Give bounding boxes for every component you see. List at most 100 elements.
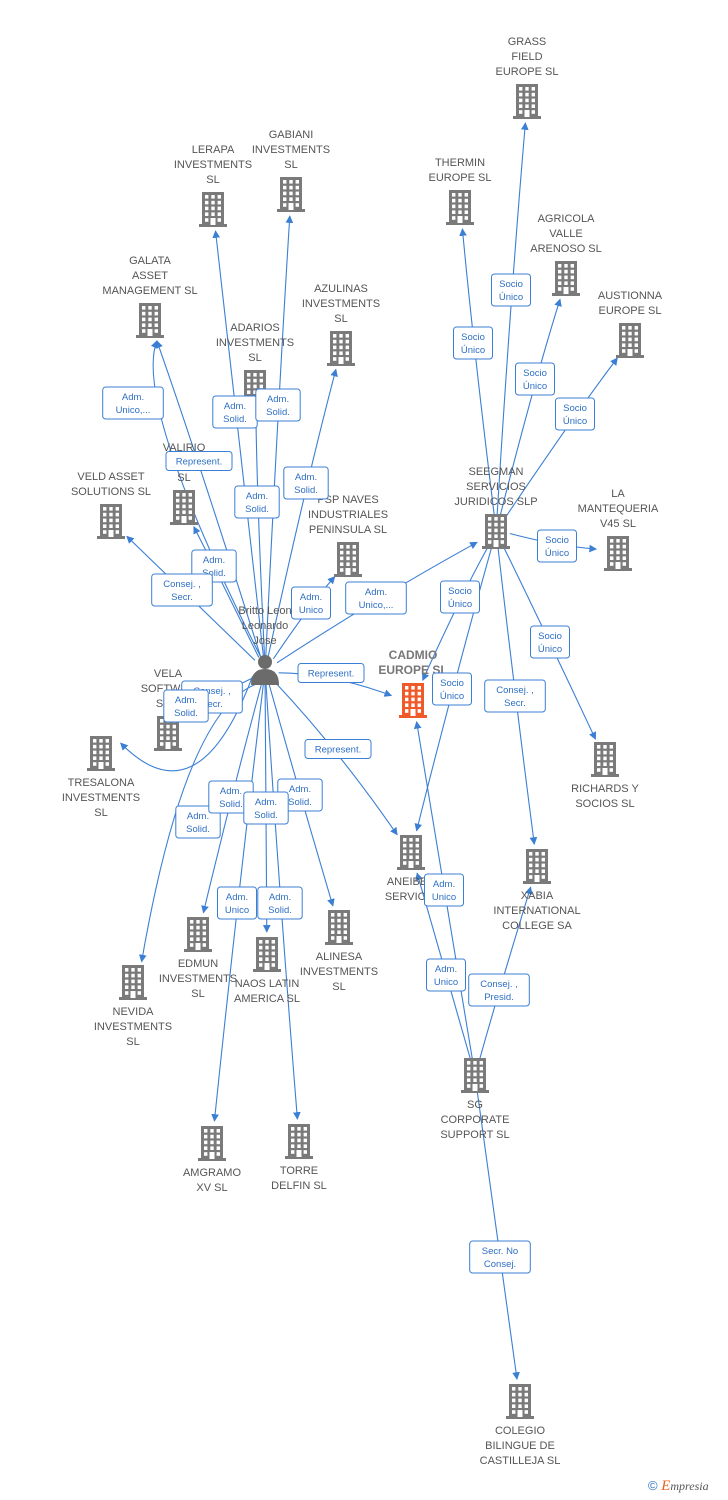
edge-label-text: Represent.	[315, 745, 361, 756]
edge-label[interactable]: Adm.Unico	[426, 958, 466, 992]
edge-label[interactable]: Adm.Solid.	[255, 388, 301, 422]
edge-label-text: Adm.	[435, 964, 457, 975]
edge-label-box	[291, 586, 331, 620]
edge-label-text: Socio	[448, 586, 472, 597]
edge-label[interactable]: Adm.Unico,...	[345, 581, 407, 615]
edge-label[interactable]: Adm.Solid.	[257, 886, 303, 920]
edge-label-box	[175, 805, 221, 839]
edge-label-text: Secr. No	[482, 1246, 518, 1257]
edge-label-text: Presid.	[484, 992, 514, 1003]
node-label: NAOS LATIN	[235, 978, 300, 990]
node-label: SEEGMAN	[468, 466, 523, 478]
node-naos[interactable]: NAOS LATIN AMERICA SL	[234, 937, 300, 1005]
edge-label-text: Consej. ,	[496, 685, 534, 696]
edge-label[interactable]: Adm.Solid.	[234, 485, 280, 519]
edge-label-box	[243, 791, 289, 825]
edge-label[interactable]: Adm.Solid.	[243, 791, 289, 825]
edge-label-box	[283, 466, 329, 500]
node-label: SL	[94, 807, 107, 819]
edge-label-text: Adm.	[300, 592, 322, 603]
edge-label[interactable]: Consej. ,Presid.	[468, 973, 530, 1007]
person-icon	[251, 655, 279, 685]
node-label: SOLUTIONS SL	[71, 486, 151, 498]
node-label: VELA	[154, 668, 183, 680]
edge-label[interactable]: Adm.Solid.	[175, 805, 221, 839]
node-label: CASTILLEJA SL	[480, 1455, 561, 1467]
building-icon	[136, 303, 164, 338]
edge-label[interactable]: Adm.Unico,...	[102, 386, 164, 420]
edge-label-text: Adm.	[267, 394, 289, 405]
building-icon	[334, 542, 362, 577]
node-label: LA	[611, 488, 625, 500]
edge-label[interactable]: Represent.	[297, 663, 365, 683]
edge-label[interactable]: Represent.	[304, 739, 372, 759]
node-label: XABIA	[521, 890, 554, 902]
edge-label-text: Adm.	[224, 401, 246, 412]
edge-label-text: Solid.	[254, 810, 278, 821]
edge-label[interactable]: Adm.Unico	[424, 873, 464, 907]
edge-label[interactable]: Represent.	[165, 451, 233, 471]
node-label: AMERICA SL	[234, 993, 300, 1005]
edge-label-text: Único	[499, 292, 523, 303]
edge-label-box	[530, 625, 570, 659]
node-label: ADARIOS	[230, 322, 280, 334]
edge-label[interactable]: Consej. ,Secr.	[151, 573, 213, 607]
edge-label-box	[217, 886, 257, 920]
edge-label-text: Secr.	[171, 592, 193, 603]
edge-label[interactable]: Adm.Unico	[291, 586, 331, 620]
edge-label[interactable]: Adm.Solid.	[212, 395, 258, 429]
node-label: SOCIOS SL	[575, 798, 634, 810]
edge-label-text: Solid.	[245, 504, 269, 515]
node-label: MANAGEMENT SL	[102, 285, 197, 297]
edge-label-text: Único	[440, 691, 464, 702]
node-label: INVESTMENTS	[159, 973, 237, 985]
node-label: TORRE	[280, 1165, 318, 1177]
node-label: GALATA	[129, 255, 171, 267]
edge-label[interactable]: Adm.Unico	[217, 886, 257, 920]
edge-label-box	[257, 886, 303, 920]
edge-label[interactable]: Consej. ,Secr.	[484, 679, 546, 713]
edge-label[interactable]: Adm.Solid.	[163, 689, 209, 723]
edge-label-text: Socio	[563, 403, 587, 414]
node-label: Britto Leon	[238, 605, 291, 617]
building-icon	[170, 490, 198, 525]
edge-label-text: Adm.	[433, 879, 455, 890]
edge-label-text: Unico,...	[116, 405, 151, 416]
building-icon	[482, 514, 510, 549]
edge-label-text: Único	[563, 416, 587, 427]
edge-label[interactable]: Adm.Solid.	[283, 466, 329, 500]
